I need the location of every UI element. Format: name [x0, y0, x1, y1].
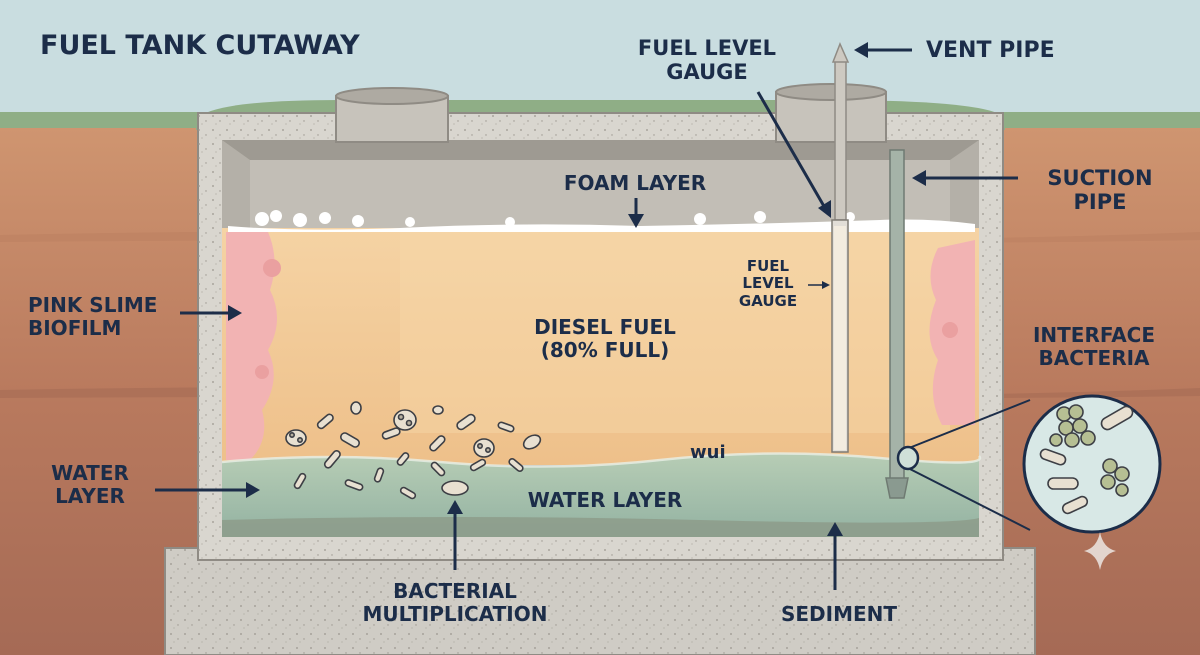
vent-pipe-arrow-icon [854, 42, 912, 58]
bacterial-multiplication-label: BACTERIAL MULTIPLICATION [330, 580, 580, 626]
suction-pipe-arrow-icon [912, 170, 1018, 186]
interface-bacteria-label-line2: BACTERIA [1038, 346, 1150, 370]
inner-gauge-arrow-icon [808, 281, 830, 289]
manhole-right [775, 83, 887, 143]
pink-slime-biofilm-label: PINK SLIME BIOFILM [28, 294, 178, 340]
pink-slime-left [226, 232, 278, 460]
inner-fuel-level-gauge-label: FUEL LEVEL GAUGE [728, 257, 808, 310]
suction-pipe-label-line2: PIPE [1073, 190, 1127, 215]
water-layer-side-label: WATER LAYER [40, 462, 140, 508]
diesel-fuel-layer [222, 228, 979, 465]
water-layer-side-label-line1: WATER [51, 461, 129, 485]
vent-pipe [831, 42, 850, 221]
interface-bacteria-label-line1: INTERFACE [1032, 323, 1156, 347]
fuel-level-gauge-tube [831, 219, 849, 453]
bacterial-multiplication-label-line1: BACTERIAL [393, 579, 517, 603]
fuel-level-gauge-label-line1: FUEL LEVEL [637, 36, 777, 60]
water-layer-side-label-line2: LAYER [55, 484, 125, 508]
suction-pipe-label-line1: SUCTION [1047, 166, 1153, 190]
water-layer-inner-label: WATER LAYER [527, 488, 683, 512]
manhole-left [335, 87, 449, 143]
inner-gauge-label-line3: GAUGE [738, 291, 798, 310]
sediment-arrow-icon [827, 522, 843, 590]
bacterial-multiplication-label-line2: MULTIPLICATION [362, 602, 548, 626]
gauge-arrow-icon [756, 91, 831, 218]
sediment-layer [222, 517, 979, 537]
bacteria-cluster [285, 401, 542, 500]
sparkle-icon [1084, 532, 1116, 570]
bacteria-icon [285, 429, 307, 447]
fuel-level-gauge-label: FUEL LEVEL GAUGE [612, 36, 802, 84]
suction-pipe [885, 149, 909, 499]
inner-gauge-label-line1: FUEL [746, 257, 790, 275]
magnifier-icon [896, 394, 1162, 534]
interface-bacteria-label: INTERFACE BACTERIA [1014, 324, 1174, 370]
foam-arrow-icon [628, 198, 644, 228]
bacterial-multiplication-arrow-icon [447, 500, 463, 570]
pink-slime-biofilm-label-line2: BIOFILM [28, 316, 122, 340]
pink-slime-biofilm-label-line1: PINK SLIME [28, 293, 158, 317]
water-arrow-icon [155, 482, 260, 498]
diesel-fuel-label-line1: DIESEL FUEL [534, 315, 676, 339]
diesel-fuel-label-line2: (80% FULL) [540, 338, 670, 362]
foam-layer [228, 210, 975, 232]
vent-pipe-label: VENT PIPE [926, 38, 1055, 63]
water-layer [222, 453, 980, 537]
foam-layer-label: FOAM LAYER [563, 171, 707, 195]
inner-gauge-label-line2: LEVEL [742, 274, 794, 293]
biofilm-arrow-icon [180, 305, 242, 321]
sediment-label: SEDIMENT [780, 602, 898, 626]
page-title: FUEL TANK CUTAWAY [40, 30, 360, 61]
diesel-fuel-label: DIESEL FUEL (80% FULL) [490, 316, 720, 362]
interface-mark-label: wui [690, 442, 726, 463]
suction-pipe-label: SUCTION PIPE [1020, 166, 1180, 214]
fuel-level-gauge-label-line2: GAUGE [666, 60, 748, 85]
